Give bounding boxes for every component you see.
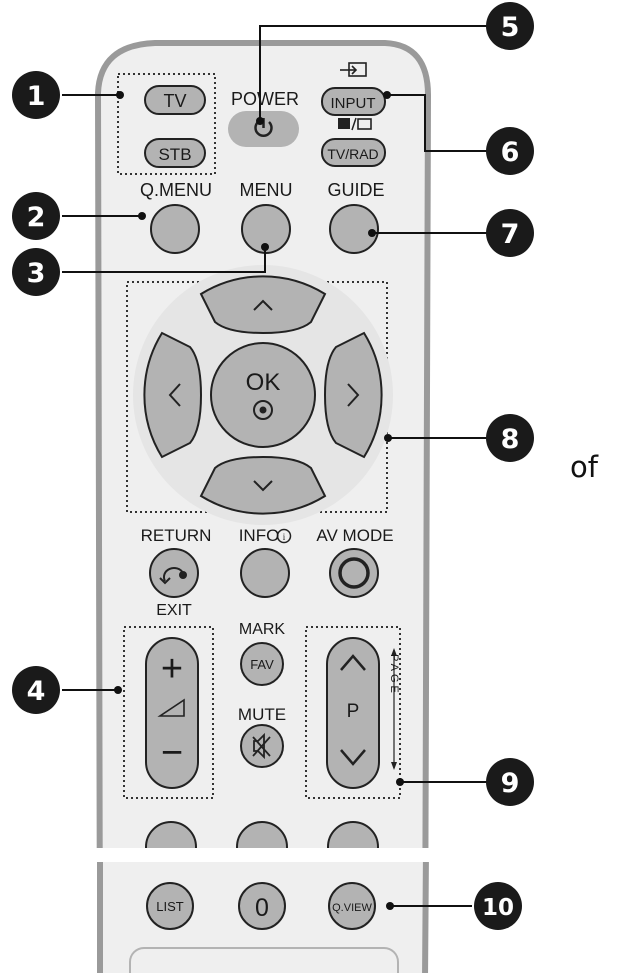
power-label: POWER (231, 89, 299, 109)
callout-4-number: 4 (27, 676, 46, 707)
callout-10 (474, 882, 522, 930)
info-label: INFO (239, 526, 280, 545)
callout-3-number: 3 (27, 258, 46, 289)
input-label: INPUT (331, 95, 376, 112)
number-3-label: 3 (345, 846, 362, 879)
side-text: of (570, 450, 598, 484)
page-up-arrow-icon (340, 654, 366, 671)
mute-icon (252, 732, 271, 760)
left-arrow-icon (168, 383, 181, 407)
list-label: LIST (156, 899, 184, 914)
right-button[interactable] (323, 331, 383, 459)
leader-lines (62, 25, 488, 907)
input-icon (340, 62, 367, 77)
mark-label: MARK (239, 621, 286, 638)
mute-label: MUTE (238, 705, 286, 724)
callout-8 (486, 414, 534, 462)
number-3-button[interactable] (327, 821, 379, 872)
volume-minus-label: − (161, 732, 183, 774)
fav-label: FAV (250, 657, 274, 672)
callout-5 (486, 2, 534, 50)
av-mode-button[interactable] (329, 548, 379, 598)
av-mode-ring-icon (338, 557, 370, 589)
number-2-button[interactable] (236, 821, 288, 872)
volume-plus-label: + (161, 648, 183, 690)
up-button[interactable] (199, 275, 327, 335)
stb-label: STB (158, 145, 191, 164)
ok-dot-icon (253, 400, 273, 420)
callout-1 (12, 71, 60, 119)
q-view-button[interactable] (328, 882, 376, 930)
page-rocker[interactable] (326, 637, 380, 789)
volume-icon (157, 698, 185, 717)
p-label: P (347, 701, 360, 722)
exit-label: EXIT (156, 602, 192, 619)
callout-10-number: 10 (482, 895, 514, 921)
number-2-label: 2 (254, 846, 271, 879)
return-icon (159, 566, 184, 585)
callout-2 (12, 192, 60, 240)
tv-stb-group-box (117, 73, 216, 175)
number-1-label: 1 (163, 846, 180, 879)
return-label: RETURN (141, 526, 212, 545)
leader-dots (114, 91, 404, 910)
svg-text:i: i (283, 532, 286, 542)
callout-9-number: 9 (501, 768, 520, 799)
return-exit-button[interactable] (149, 548, 199, 598)
bottom-panel-outline (129, 947, 399, 973)
q-view-label: Q.VIEW (332, 902, 372, 914)
menu-label: MENU (240, 180, 293, 200)
callout-5-number: 5 (501, 12, 520, 43)
callout-6-number: 6 (501, 137, 520, 168)
callout-9 (486, 758, 534, 806)
power-button[interactable] (228, 111, 299, 147)
callout-4 (12, 666, 60, 714)
ok-button[interactable] (210, 342, 316, 448)
input-button[interactable] (321, 87, 386, 116)
page-label: PAGE (388, 654, 400, 696)
page-down-arrow-icon (340, 749, 366, 766)
callout-1-number: 1 (27, 81, 46, 112)
left-button[interactable] (143, 331, 203, 459)
av-mode-label: AV MODE (316, 526, 393, 545)
right-arrow-icon (347, 383, 360, 407)
volume-rocker[interactable] (145, 637, 199, 789)
callout-8-number: 8 (501, 424, 520, 455)
q-menu-label: Q.MENU (140, 180, 212, 200)
number-1-button[interactable] (145, 821, 197, 872)
tv-rad-label: TV/RAD (327, 146, 378, 162)
tv-radio-icon (338, 117, 372, 131)
callout-2-number: 2 (27, 202, 46, 233)
guide-button[interactable] (329, 204, 379, 254)
callout-7-number: 7 (501, 219, 520, 250)
tv-button[interactable] (144, 85, 206, 115)
zero-button[interactable] (238, 882, 286, 930)
down-button[interactable] (199, 455, 327, 515)
stb-button[interactable] (144, 138, 206, 168)
up-arrow-icon (253, 299, 273, 311)
callout-3 (12, 248, 60, 296)
info-icon (276, 528, 292, 544)
down-arrow-icon (253, 480, 273, 492)
tv-label: TV (163, 91, 186, 111)
page-group-box (305, 626, 401, 799)
fav-button[interactable] (240, 642, 284, 686)
ok-label: OK (246, 369, 281, 396)
callout-6 (486, 127, 534, 175)
info-button[interactable] (240, 548, 290, 598)
zero-label: 0 (255, 894, 269, 922)
list-button[interactable] (146, 882, 194, 930)
guide-label: GUIDE (327, 180, 384, 200)
q-menu-button[interactable] (150, 204, 200, 254)
tv-rad-button[interactable] (321, 138, 386, 167)
callout-7 (486, 209, 534, 257)
